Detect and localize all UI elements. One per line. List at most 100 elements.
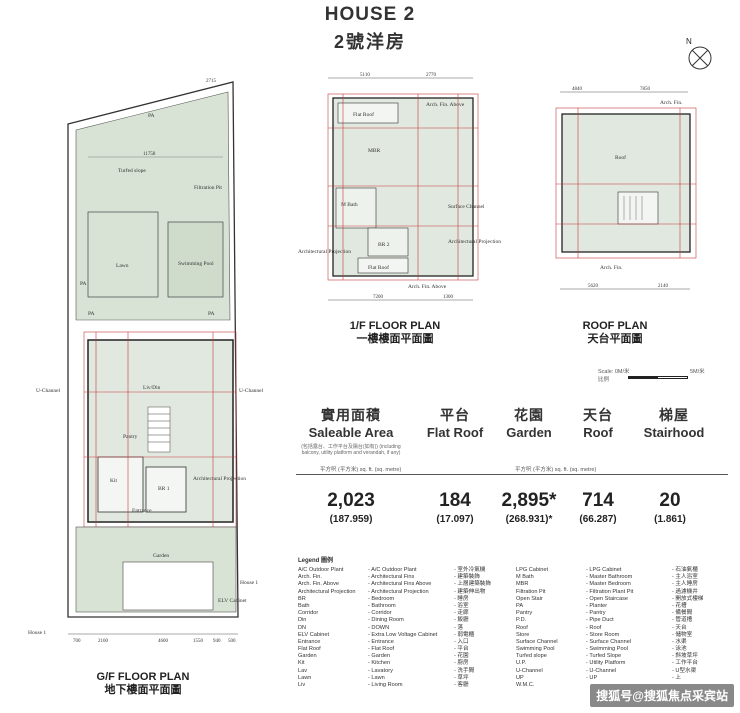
legend-term-zh: - 斜坡草坪	[672, 653, 698, 660]
legend-row: Arch. Fin.- Architectural Fins- 建築裝飾	[298, 574, 514, 581]
legend-term: - Garden	[368, 653, 391, 660]
svg-text:11758: 11758	[143, 152, 156, 157]
legend-row: A/C Outdoor Plant- A/C Outdoor Plant- 室外…	[298, 567, 514, 574]
svg-text:2100: 2100	[98, 639, 109, 644]
legend-column-1: A/C Outdoor Plant- A/C Outdoor Plant- 室外…	[298, 567, 514, 689]
svg-text:Swimming Pool: Swimming Pool	[178, 261, 214, 267]
legend-term: - Roof	[586, 624, 602, 631]
svg-text:5110: 5110	[360, 73, 370, 78]
svg-text:Arch. Fin.: Arch. Fin.	[600, 265, 623, 271]
legend-abbr: UP	[516, 674, 524, 681]
legend-term-zh: - 過濾機井	[672, 588, 698, 595]
legend-abbr: Open Stair	[516, 595, 543, 602]
svg-text:Entrance: Entrance	[132, 508, 152, 514]
legend-abbr: ELV Cabinet	[298, 631, 329, 638]
legend-term: - Architectural Fins Above	[368, 581, 432, 588]
legend-term-zh: - 入口	[454, 638, 469, 645]
legend-term-zh: - 水渠	[672, 638, 687, 645]
roof-value: 714(66.287)	[579, 490, 617, 525]
legend-term-zh: - 建築裝飾	[454, 574, 480, 581]
legend-row: Arch. Fin. Above- Architectural Fins Abo…	[298, 581, 514, 588]
legend-term: - Lavatory	[368, 667, 393, 674]
scale-end: 5M/米	[690, 369, 705, 375]
legend-term-zh: - 落	[454, 624, 464, 631]
svg-text:Architectural Projection: Architectural Projection	[298, 249, 351, 255]
svg-text:PA: PA	[88, 311, 95, 317]
legend-row: Liv- Living Room- 客廳	[298, 682, 514, 689]
legend-abbr: U-Channel	[516, 667, 543, 674]
gf-floor-plan: 9895 2715 11758 Turfed slope PA Filtrati…	[28, 79, 264, 644]
svg-text:PA: PA	[208, 311, 215, 317]
legend-abbr: Flat Roof	[298, 646, 321, 653]
compass-label: N	[686, 37, 692, 46]
legend-abbr: Filtration Pit	[516, 588, 546, 595]
watermark: 搜狐号@搜狐焦点采宾站	[590, 684, 734, 707]
svg-text:1550: 1550	[193, 639, 204, 644]
svg-text:House 1: House 1	[240, 580, 258, 586]
scale-label-zh: 比例	[598, 377, 610, 383]
legend-row: Pantry- Pantry- 備餐間	[516, 610, 730, 617]
svg-text:PA: PA	[148, 113, 155, 119]
legend-row: Lav- Lavatory- 洗手間	[298, 668, 514, 675]
legend-abbr: Swimming Pool	[516, 646, 555, 653]
legend-row: Open Stair- Open Staircase- 開放式樓梯	[516, 596, 730, 603]
legend-row: Garden- Garden- 花園	[298, 653, 514, 660]
legend-abbr: Bath	[298, 602, 310, 609]
legend-term: - Bathroom	[368, 602, 396, 609]
svg-text:Arch. Fin. Above: Arch. Fin. Above	[408, 284, 447, 290]
legend-term: - Open Staircase	[586, 595, 628, 602]
svg-text:MBR: MBR	[368, 148, 381, 154]
legend-title: Legend 圖例	[298, 558, 334, 564]
legend-abbr: BR	[298, 595, 306, 602]
legend-row: DN- DOWN- 落	[298, 625, 514, 632]
legend-row: Din- Dining Room- 飯廳	[298, 617, 514, 624]
svg-text:1300: 1300	[443, 295, 454, 300]
legend-row: Architectural Projection- Architectural …	[298, 589, 514, 596]
legend-term: - UP	[586, 674, 598, 681]
legend-term: - Corridor	[368, 610, 392, 617]
legend-term: - Store Room	[586, 631, 620, 638]
legend-abbr: M Bath	[516, 574, 534, 581]
legend-row: Bath - Bathroom - 浴室	[298, 603, 514, 610]
legend-row: U.P.- Utility Platform- 工作平台	[516, 660, 730, 667]
svg-text:Kit: Kit	[110, 478, 118, 484]
svg-text:Liv/Din: Liv/Din	[143, 385, 161, 391]
legend-term-zh: - 天台	[672, 624, 687, 631]
legend-abbr: PA	[516, 602, 524, 609]
legend-row: W.M.C.	[516, 682, 730, 689]
legend-abbr: Roof	[516, 624, 528, 631]
legend-term-zh: - 上層建築裝飾	[454, 581, 491, 588]
legend-term: - Pantry	[586, 610, 606, 617]
legend-row: BR- Bedroom- 睡房	[298, 596, 514, 603]
legend: Legend 圖例 A/C Outdoor Plant- A/C Outdoor…	[298, 558, 730, 688]
flat-roof-value: 184(17.097)	[436, 490, 474, 525]
svg-text:4600: 4600	[158, 639, 169, 644]
legend-term-zh: - 儲物室	[672, 631, 693, 638]
legend-row: U-Channel- U-Channel- U型水渠	[516, 668, 730, 675]
legend-term-zh: - 浴室	[454, 602, 469, 609]
ff-floor-plan: 5110 2770 Flat Roof Arch. Fin. Above MBR…	[298, 73, 501, 301]
legend-abbr: U.P.	[516, 660, 527, 667]
legend-row: Roof - Roof - 天台	[516, 625, 730, 632]
svg-text:700: 700	[73, 639, 81, 644]
svg-text:Filtration Pit: Filtration Pit	[194, 185, 222, 191]
legend-term: - Turfed Slope	[586, 653, 622, 660]
svg-text:7850: 7850	[640, 87, 651, 92]
svg-text:ELV Cabinet: ELV Cabinet	[218, 598, 247, 604]
legend-term-zh: - 飯廳	[454, 617, 469, 624]
legend-term: - Utility Platform	[586, 660, 626, 667]
legend-term: - Bedroom	[368, 595, 395, 602]
legend-term-zh: - 主人睡房	[672, 581, 698, 588]
legend-row: Turfed slope- Turfed Slope- 斜坡草坪	[516, 653, 730, 660]
scale-bar	[628, 376, 688, 379]
svg-text:U-Channel: U-Channel	[239, 388, 264, 394]
page-title: HOUSE 2	[324, 4, 416, 25]
legend-abbr: Arch. Fin.	[298, 574, 322, 581]
saleable-value: 2,023(187.959)	[327, 490, 375, 525]
svg-text:500: 500	[228, 639, 236, 644]
